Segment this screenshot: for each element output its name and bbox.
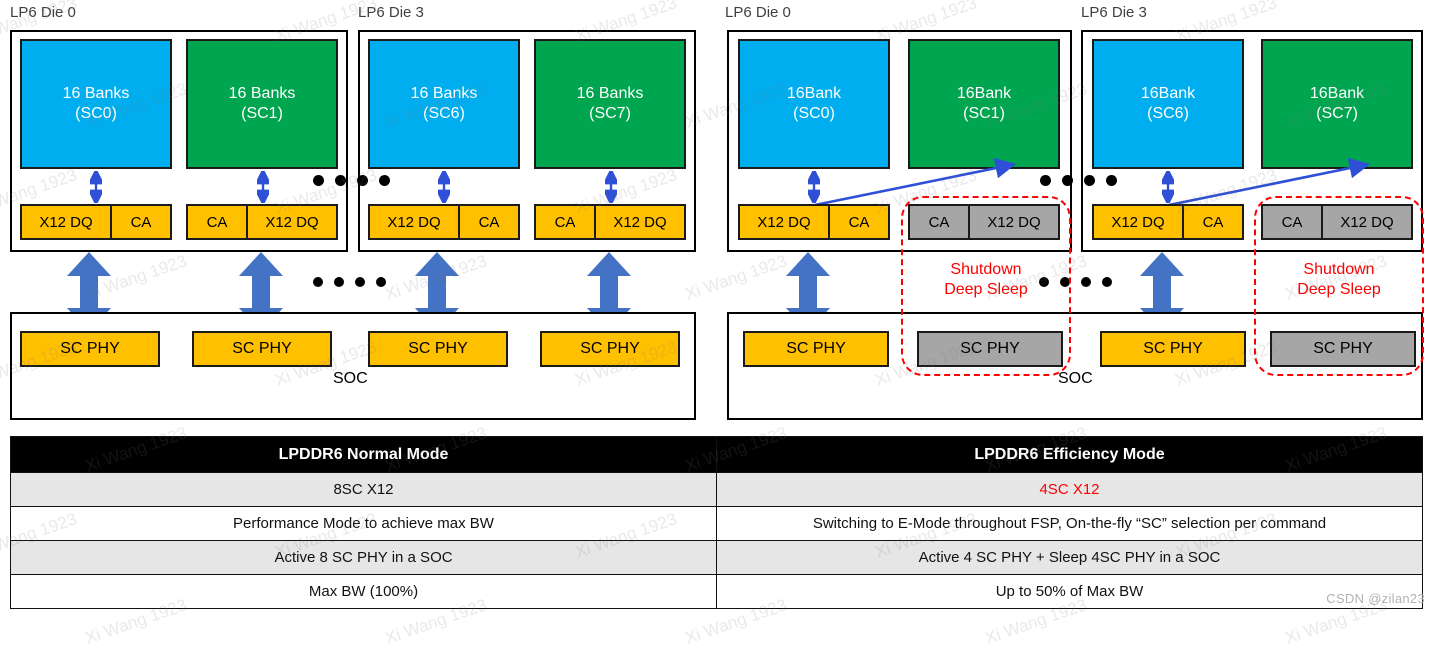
soc-continuation-dots-eff <box>1039 277 1112 287</box>
cell-efficiency-1: Switching to E-Mode throughout FSP, On-t… <box>716 506 1423 541</box>
die-label-eff-1: LP6 Die 3 <box>1081 4 1147 21</box>
sc-phy-normal-1: SC PHY <box>192 331 332 367</box>
bank-block-eff-sc7: 16Bank (SC7) <box>1261 39 1413 169</box>
pad-x12dq: X12 DQ <box>20 204 112 240</box>
shutdown-note-line1: Shutdown <box>950 261 1022 278</box>
bank-line2: (SC0) <box>793 105 835 122</box>
sc-phy-normal-2: SC PHY <box>368 331 508 367</box>
bank-to-pad-arrow-eff-sc0 <box>808 171 820 203</box>
die-label-normal-1: LP6 Die 3 <box>358 4 424 21</box>
col-header-normal: LPDDR6 Normal Mode <box>10 436 717 473</box>
shutdown-note-line2: Deep Sleep <box>1297 281 1381 299</box>
pad-x12dq: X12 DQ <box>594 204 686 240</box>
cross-sc-arrow-eff-0 <box>808 157 1018 210</box>
table-row: Active 8 SC PHY in a SOC Active 4 SC PHY… <box>10 540 1423 575</box>
pad-group-normal-sc6: X12 DQ CA <box>368 204 520 240</box>
cell-efficiency-0: 4SC X12 <box>716 472 1423 507</box>
cell-efficiency-3: Up to 50% of Max BW <box>716 574 1423 609</box>
bank-line1: 16 Banks <box>576 85 644 103</box>
soc-continuation-dots-normal <box>313 277 386 287</box>
pad-x12dq: X12 DQ <box>1092 204 1184 240</box>
shutdown-note-line1: Shutdown <box>1303 261 1375 278</box>
bank-line2: (SC1) <box>241 105 283 122</box>
pad-x12dq: X12 DQ <box>246 204 338 240</box>
pad-ca: CA <box>186 204 248 240</box>
shutdown-note-0: Shutdown Deep Sleep <box>901 260 1071 301</box>
pad-ca: CA <box>1182 204 1244 240</box>
bank-line1: 16 Banks <box>62 85 130 103</box>
soc-label-eff: SOC <box>1058 370 1093 387</box>
bank-block-eff-sc1: 16Bank (SC1) <box>908 39 1060 169</box>
sc-phy-normal-3: SC PHY <box>540 331 680 367</box>
shutdown-note-1: Shutdown Deep Sleep <box>1254 260 1424 301</box>
shutdown-region-1 <box>1254 196 1424 376</box>
die-label-normal-0: LP6 Die 0 <box>10 4 76 21</box>
pad-group-normal-sc0: X12 DQ CA <box>20 204 172 240</box>
bank-line2: (SC7) <box>589 105 631 122</box>
bank-line2: (SC0) <box>75 105 117 122</box>
pad-x12dq-sleep: X12 DQ <box>968 204 1060 240</box>
bank-block-sc7: 16 Banks (SC7) <box>534 39 686 169</box>
bank-line2: (SC6) <box>1147 105 1189 122</box>
cell-normal-3: Max BW (100%) <box>10 574 717 609</box>
sc-phy-eff-2: SC PHY <box>1100 331 1246 367</box>
die-continuation-dots-eff <box>1040 175 1117 186</box>
die-label-eff-0: LP6 Die 0 <box>725 4 791 21</box>
cross-sc-arrow-eff-1 <box>1162 157 1372 210</box>
bank-to-pad-arrow-sc1 <box>257 171 269 203</box>
cell-efficiency-2: Active 4 SC PHY + Sleep 4SC PHY in a SOC <box>716 540 1423 575</box>
pad-group-eff-sc0: X12 DQ CA <box>738 204 890 240</box>
soc-label-normal: SOC <box>333 370 368 387</box>
bank-line1: 16Bank <box>1309 85 1365 103</box>
pad-group-eff-sc7: CA X12 DQ <box>1261 204 1413 240</box>
cell-normal-2: Active 8 SC PHY in a SOC <box>10 540 717 575</box>
sc-phy-eff-1: SC PHY <box>917 331 1063 367</box>
table-row: Max BW (100%) Up to 50% of Max BW <box>10 574 1423 609</box>
csdn-credit: CSDN @zilan23 <box>1326 591 1425 606</box>
cell-normal-0: 8SC X12 <box>10 472 717 507</box>
sc-phy-eff-0: SC PHY <box>743 331 889 367</box>
bank-line1: 16Bank <box>1140 85 1196 103</box>
table-header-row: LPDDR6 Normal Mode LPDDR6 Efficiency Mod… <box>10 436 1423 473</box>
mode-comparison-table: LPDDR6 Normal Mode LPDDR6 Efficiency Mod… <box>10 436 1423 609</box>
bank-line2: (SC6) <box>423 105 465 122</box>
bank-block-sc1: 16 Banks (SC1) <box>186 39 338 169</box>
col-header-efficiency: LPDDR6 Efficiency Mode <box>716 436 1423 473</box>
pad-x12dq: X12 DQ <box>368 204 460 240</box>
bank-line1: 16Bank <box>956 85 1012 103</box>
pad-ca: CA <box>828 204 890 240</box>
bank-to-pad-arrow-sc0 <box>90 171 102 203</box>
bank-line2: (SC1) <box>963 105 1005 122</box>
sc-phy-normal-0: SC PHY <box>20 331 160 367</box>
shutdown-note-line2: Deep Sleep <box>944 281 1028 299</box>
pad-ca: CA <box>534 204 596 240</box>
bank-line1: 16 Banks <box>410 85 478 103</box>
bank-line2: (SC7) <box>1316 105 1358 122</box>
pad-group-normal-sc1: CA X12 DQ <box>186 204 338 240</box>
bank-to-pad-arrow-eff-sc6 <box>1162 171 1174 203</box>
pad-ca: CA <box>110 204 172 240</box>
bank-line1: 16Bank <box>786 85 842 103</box>
cell-normal-1: Performance Mode to achieve max BW <box>10 506 717 541</box>
pad-group-normal-sc7: CA X12 DQ <box>534 204 686 240</box>
bank-block-eff-sc0: 16Bank (SC0) <box>738 39 890 169</box>
pad-group-eff-sc6: X12 DQ CA <box>1092 204 1244 240</box>
table-row: Performance Mode to achieve max BW Switc… <box>10 506 1423 541</box>
pad-x12dq: X12 DQ <box>738 204 830 240</box>
bank-to-pad-arrow-sc6 <box>438 171 450 203</box>
bank-to-pad-arrow-sc7 <box>605 171 617 203</box>
bank-block-eff-sc6: 16Bank (SC6) <box>1092 39 1244 169</box>
pad-x12dq-sleep: X12 DQ <box>1321 204 1413 240</box>
sc-phy-eff-3: SC PHY <box>1270 331 1416 367</box>
shutdown-region-0 <box>901 196 1071 376</box>
bank-line1: 16 Banks <box>228 85 296 103</box>
die-continuation-dots-normal <box>313 175 390 186</box>
pad-ca: CA <box>458 204 520 240</box>
table-row: 8SC X12 4SC X12 <box>10 472 1423 507</box>
bank-block-sc6: 16 Banks (SC6) <box>368 39 520 169</box>
bank-block-sc0: 16 Banks (SC0) <box>20 39 172 169</box>
watermark-text: Xi Wang 1923 <box>682 251 789 304</box>
